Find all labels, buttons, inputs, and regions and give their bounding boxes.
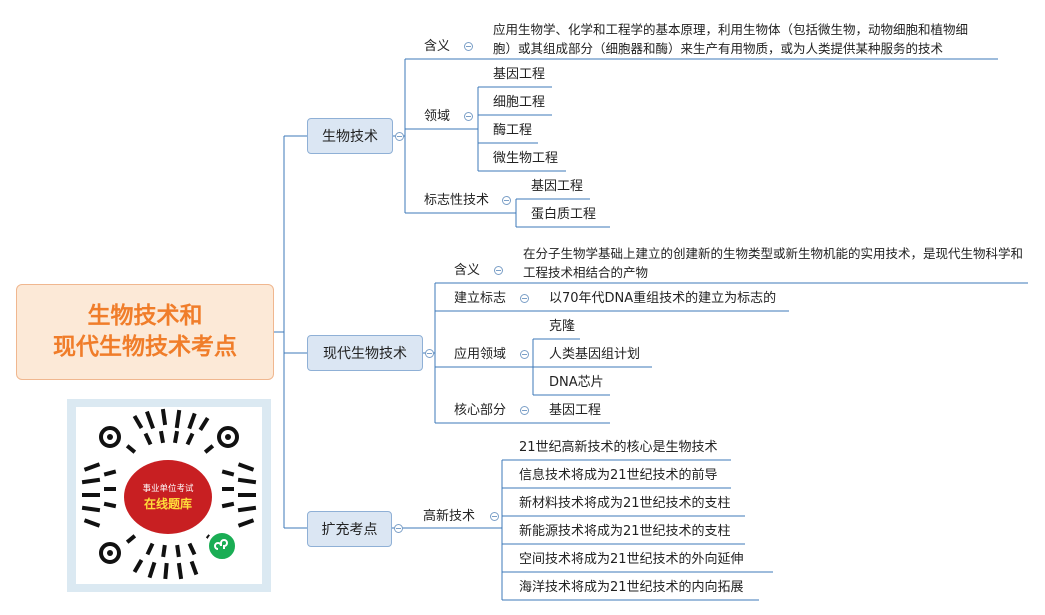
leaf-item[interactable]: 细胞工程: [493, 95, 546, 110]
node-landmark-tech[interactable]: 标志性技术: [424, 193, 490, 208]
leaf-item[interactable]: DNA芯片: [549, 375, 604, 390]
leaf-item[interactable]: 基因工程: [549, 403, 602, 418]
qr-badge-line1: 事业单位考试: [142, 483, 194, 494]
collapse-toggle-icon[interactable]: [395, 132, 404, 141]
definition-text[interactable]: 在分子生物学基础上建立的创建新的生物类型或新生物机能的实用技术，是现代生物科学和…: [523, 246, 1024, 280]
mini-program-icon: [206, 530, 238, 562]
leaf-item[interactable]: 新能源技术将成为21世纪技术的支柱: [519, 524, 731, 539]
collapse-toggle-icon[interactable]: [464, 112, 473, 121]
leaf-item[interactable]: 以70年代DNA重组技术的建立为标志的: [549, 291, 777, 306]
collapse-toggle-icon[interactable]: [464, 42, 473, 51]
leaf-item[interactable]: 蛋白质工程: [531, 207, 597, 222]
root-title-line1: 生物技术和: [87, 303, 203, 329]
collapse-toggle-icon[interactable]: [520, 406, 529, 415]
node-establishment-mark[interactable]: 建立标志: [454, 291, 507, 306]
node-definition[interactable]: 含义: [424, 39, 451, 54]
node-fields[interactable]: 领域: [424, 109, 451, 124]
qr-badge: 事业单位考试 在线题库: [124, 460, 212, 534]
definition-text[interactable]: 应用生物学、化学和工程学的基本原理，利用生物体（包括微生物，动物细胞和植物细胞）…: [493, 22, 969, 56]
leaf-item[interactable]: 新材料技术将成为21世纪技术的支柱: [519, 496, 731, 511]
root-topic[interactable]: 生物技术和 现代生物技术考点: [16, 284, 274, 380]
leaf-item[interactable]: 信息技术将成为21世纪技术的前导: [519, 468, 718, 483]
collapse-toggle-icon[interactable]: [502, 196, 511, 205]
leaf-item[interactable]: 海洋技术将成为21世纪技术的内向拓展: [519, 580, 744, 595]
qr-code-pattern: [81, 408, 257, 580]
leaf-item[interactable]: 21世纪高新技术的核心是生物技术: [519, 440, 718, 455]
node-core-part[interactable]: 核心部分: [454, 403, 507, 418]
branch-label: 扩充考点: [321, 522, 378, 538]
collapse-toggle-icon[interactable]: [520, 350, 529, 359]
leaf-item[interactable]: 酶工程: [493, 123, 533, 138]
node-applications[interactable]: 应用领域: [454, 347, 507, 362]
root-title-line2: 现代生物技术考点: [53, 334, 237, 360]
collapse-toggle-icon[interactable]: [425, 349, 434, 358]
node-high-tech[interactable]: 高新技术: [423, 509, 476, 524]
branch-extended-points[interactable]: 扩充考点: [307, 511, 392, 547]
collapse-toggle-icon[interactable]: [394, 524, 403, 533]
node-definition[interactable]: 含义: [454, 263, 481, 278]
leaf-item[interactable]: 克隆: [549, 319, 576, 334]
branch-label: 生物技术: [322, 129, 378, 145]
collapse-toggle-icon[interactable]: [520, 294, 529, 303]
leaf-item[interactable]: 基因工程: [493, 67, 546, 82]
collapse-toggle-icon[interactable]: [494, 266, 503, 275]
collapse-toggle-icon[interactable]: [490, 512, 499, 521]
qr-badge-line2: 在线题库: [143, 496, 192, 511]
branch-biotech[interactable]: 生物技术: [307, 118, 393, 154]
leaf-item[interactable]: 微生物工程: [493, 151, 559, 166]
branch-modern-biotech[interactable]: 现代生物技术: [307, 335, 423, 371]
leaf-item[interactable]: 人类基因组计划: [549, 347, 641, 362]
branch-label: 现代生物技术: [323, 346, 407, 362]
leaf-item[interactable]: 基因工程: [531, 179, 584, 194]
leaf-item[interactable]: 空间技术将成为21世纪技术的外向延伸: [519, 552, 744, 567]
